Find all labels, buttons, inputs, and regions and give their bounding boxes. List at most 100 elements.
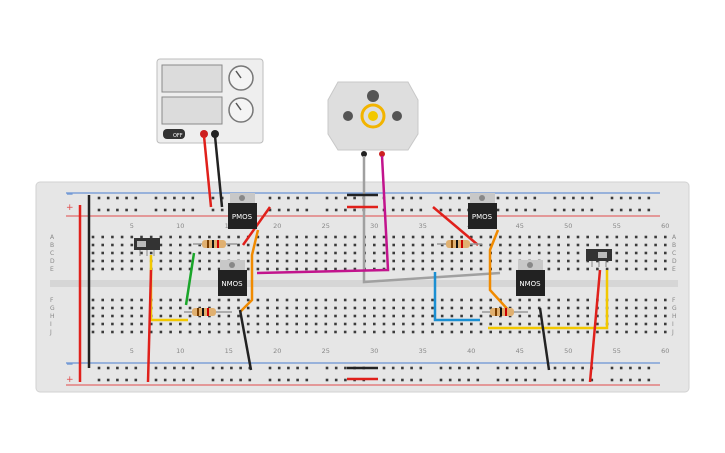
breadboard-hole[interactable] (508, 322, 512, 326)
breadboard-hole[interactable] (586, 267, 589, 271)
breadboard-hole[interactable] (248, 378, 252, 382)
slide-switch-left[interactable] (134, 238, 160, 256)
breadboard-hole[interactable] (217, 251, 221, 255)
breadboard-hole[interactable] (576, 306, 580, 310)
breadboard-hole[interactable] (644, 259, 648, 263)
breadboard-hole[interactable] (537, 322, 541, 326)
breadboard-hole[interactable] (528, 314, 531, 318)
breadboard-hole[interactable] (296, 196, 299, 200)
breadboard-hole[interactable] (101, 243, 104, 247)
breadboard-hole[interactable] (654, 314, 657, 318)
breadboard-hole[interactable] (287, 196, 290, 200)
breadboard-hole[interactable] (644, 267, 648, 271)
breadboard-hole[interactable] (402, 314, 405, 318)
breadboard-hole[interactable] (101, 306, 104, 310)
breadboard-hole[interactable] (120, 267, 124, 271)
breadboard-hole[interactable] (557, 251, 560, 255)
breadboard-hole[interactable] (440, 259, 444, 263)
breadboard-hole[interactable] (230, 378, 233, 382)
breadboard-hole[interactable] (130, 322, 134, 326)
breadboard-hole[interactable] (116, 366, 119, 370)
breadboard-hole[interactable] (596, 314, 599, 318)
breadboard-hole[interactable] (470, 298, 473, 302)
resistor-top-right[interactable] (437, 240, 482, 248)
breadboard-hole[interactable] (496, 366, 500, 370)
breadboard-hole[interactable] (460, 235, 463, 239)
breadboard-hole[interactable] (208, 259, 211, 263)
breadboard-hole[interactable] (470, 259, 473, 263)
breadboard-hole[interactable] (664, 267, 667, 271)
breadboard-hole[interactable] (421, 243, 425, 247)
breadboard-hole[interactable] (458, 366, 461, 370)
breadboard-hole[interactable] (217, 330, 221, 334)
breadboard-hole[interactable] (266, 267, 269, 271)
breadboard-hole[interactable] (237, 298, 240, 302)
breadboard-hole[interactable] (373, 314, 376, 318)
breadboard-hole[interactable] (276, 298, 279, 302)
breadboard-hole[interactable] (188, 251, 192, 255)
breadboard-hole[interactable] (140, 306, 143, 310)
breadboard-hole[interactable] (246, 298, 250, 302)
breadboard-hole[interactable] (373, 267, 376, 271)
breadboard-hole[interactable] (410, 208, 413, 212)
breadboard-hole[interactable] (625, 259, 628, 263)
breadboard-hole[interactable] (440, 314, 444, 318)
breadboard-hole[interactable] (499, 330, 502, 334)
breadboard-hole[interactable] (460, 322, 463, 326)
breadboard-hole[interactable] (159, 330, 163, 334)
breadboard-hole[interactable] (439, 366, 443, 370)
breadboard-hole[interactable] (439, 208, 443, 212)
breadboard-hole[interactable] (605, 330, 609, 334)
breadboard-hole[interactable] (266, 298, 269, 302)
breadboard-hole[interactable] (450, 322, 454, 326)
breadboard-hole[interactable] (518, 251, 522, 255)
breadboard-hole[interactable] (116, 378, 119, 382)
breadboard-hole[interactable] (470, 322, 473, 326)
breadboard-hole[interactable] (256, 259, 260, 263)
breadboard-hole[interactable] (295, 259, 298, 263)
breadboard-hole[interactable] (576, 259, 580, 263)
breadboard-hole[interactable] (547, 251, 551, 255)
negative-terminal[interactable] (211, 130, 219, 138)
breadboard-hole[interactable] (211, 208, 215, 212)
breadboard-hole[interactable] (237, 322, 240, 326)
breadboard-hole[interactable] (91, 306, 95, 310)
breadboard-hole[interactable] (198, 267, 201, 271)
breadboard-hole[interactable] (567, 235, 570, 239)
breadboard-hole[interactable] (101, 259, 104, 263)
breadboard-hole[interactable] (654, 243, 657, 247)
breadboard-hole[interactable] (524, 208, 527, 212)
breadboard-hole[interactable] (111, 259, 114, 263)
breadboard-hole[interactable] (619, 208, 623, 212)
breadboard-hole[interactable] (208, 251, 211, 255)
breadboard-hole[interactable] (120, 330, 124, 334)
breadboard-hole[interactable] (106, 208, 110, 212)
breadboard-hole[interactable] (557, 322, 560, 326)
breadboard-hole[interactable] (470, 306, 473, 310)
breadboard-hole[interactable] (246, 243, 250, 247)
breadboard-hole[interactable] (120, 314, 124, 318)
breadboard-hole[interactable] (277, 378, 281, 382)
breadboard-hole[interactable] (629, 196, 632, 200)
breadboard-hole[interactable] (515, 378, 518, 382)
breadboard-hole[interactable] (305, 243, 308, 247)
breadboard-hole[interactable] (106, 366, 110, 370)
breadboard-hole[interactable] (227, 322, 231, 326)
breadboard-hole[interactable] (227, 306, 231, 310)
breadboard-hole[interactable] (557, 243, 560, 247)
breadboard-hole[interactable] (654, 259, 657, 263)
breadboard-hole[interactable] (208, 322, 211, 326)
breadboard-hole[interactable] (149, 251, 153, 255)
breadboard-hole[interactable] (605, 243, 609, 247)
breadboard-hole[interactable] (499, 235, 502, 239)
breadboard-hole[interactable] (654, 235, 657, 239)
breadboard-hole[interactable] (402, 330, 405, 334)
breadboard-hole[interactable] (567, 314, 570, 318)
breadboard-hole[interactable] (198, 259, 201, 263)
breadboard-hole[interactable] (419, 196, 423, 200)
breadboard-hole[interactable] (401, 378, 404, 382)
breadboard-hole[interactable] (353, 243, 357, 247)
breadboard-hole[interactable] (605, 235, 609, 239)
breadboard-hole[interactable] (440, 243, 444, 247)
breadboard-hole[interactable] (111, 306, 114, 310)
